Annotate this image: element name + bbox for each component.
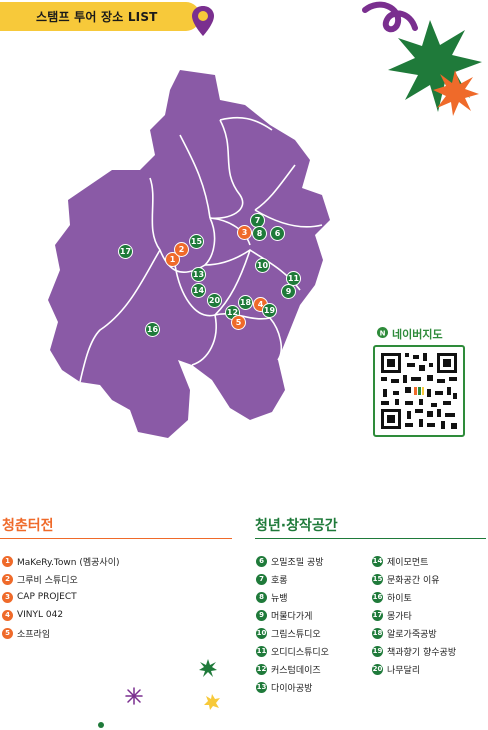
item-label: 호롱: [271, 575, 288, 586]
item-label: MaKeRy.Town (멤공사이): [17, 557, 120, 568]
list-item[interactable]: 2 그루비 스튜디오: [2, 570, 119, 588]
item-number: 3: [2, 591, 13, 603]
qr-code-frame[interactable]: [373, 345, 465, 437]
map-marker[interactable]: 6: [270, 226, 285, 241]
item-number: 19: [372, 645, 383, 657]
item-number: 9: [256, 609, 267, 621]
list-item[interactable]: 9 머물다가게: [256, 606, 329, 624]
map-marker[interactable]: 3: [237, 225, 252, 240]
list-item[interactable]: 4 VINYL 042: [2, 606, 119, 624]
item-number: 7: [256, 573, 267, 585]
section-title-youth-center: 청춘터전: [2, 518, 54, 534]
list-item[interactable]: 20 나무달리: [372, 660, 456, 678]
item-label: 커스텀데이즈: [271, 665, 321, 676]
item-label: 오밀조밀 공방: [271, 557, 324, 568]
svg-text:N: N: [380, 329, 386, 337]
list-item[interactable]: 15 문화공간 이유: [372, 570, 456, 588]
item-number: 18: [372, 627, 383, 639]
section-divider: [255, 538, 486, 539]
item-number: 16: [372, 591, 383, 603]
section-divider: [0, 538, 232, 539]
list-item[interactable]: 10 그림스튜디오: [256, 624, 329, 642]
qr-code-icon: [381, 353, 457, 429]
item-number: 8: [256, 591, 267, 603]
map-marker[interactable]: 2: [174, 242, 189, 257]
map-marker[interactable]: 5: [231, 315, 246, 330]
youth-center-list: 1 MaKeRy.Town (멤공사이) 2 그루비 스튜디오 3 CAP PROJE…: [2, 552, 119, 642]
item-label: VINYL 042: [17, 610, 64, 620]
list-item[interactable]: 19 책과향기 향수공방: [372, 642, 456, 660]
item-label: 그루비 스튜디오: [17, 575, 78, 586]
naver-icon: N: [377, 327, 388, 338]
item-label: 문화공간 이유: [387, 575, 440, 586]
item-label: 하이토: [387, 593, 412, 604]
item-number: 17: [372, 609, 383, 621]
list-item[interactable]: 3 CAP PROJECT: [2, 588, 119, 606]
list-item[interactable]: 13 다이아공방: [256, 678, 329, 696]
section-title-creative-space: 청년·창작공간: [255, 518, 338, 534]
creative-space-list-col1: 6 오밀조밀 공방 7 호롱 8 뉴뱅 9 머물다가게 10 그림스튜디오 11 오디디스튜…: [256, 552, 329, 696]
item-label: 제이모먼트: [387, 557, 429, 568]
item-number: 14: [372, 555, 383, 567]
list-item[interactable]: 16 하이토: [372, 588, 456, 606]
list-item[interactable]: 14 제이모먼트: [372, 552, 456, 570]
list-item[interactable]: 8 뉴뱅: [256, 588, 329, 606]
item-label: 오디디스튜디오: [271, 647, 329, 658]
page-title: 스탬프 투어 장소 LIST: [36, 10, 158, 24]
map-marker[interactable]: 20: [207, 293, 222, 308]
list-item[interactable]: 12 커스텀데이즈: [256, 660, 329, 678]
map-marker[interactable]: 9: [281, 284, 296, 299]
map-marker[interactable]: 17: [118, 244, 133, 259]
item-number: 5: [2, 627, 13, 639]
list-item[interactable]: 6 오밀조밀 공방: [256, 552, 329, 570]
item-number: 10: [256, 627, 267, 639]
location-pin-icon: [192, 6, 214, 36]
item-number: 13: [256, 681, 267, 693]
item-number: 15: [372, 573, 383, 585]
map-marker[interactable]: 16: [145, 322, 160, 337]
item-label: 소프라임: [17, 629, 51, 640]
item-number: 20: [372, 663, 383, 675]
map-region: [48, 70, 330, 438]
map-marker[interactable]: 18: [238, 295, 253, 310]
item-number: 1: [2, 555, 13, 567]
list-item[interactable]: 18 알로가죽공방: [372, 624, 456, 642]
district-map: [48, 70, 330, 438]
map-marker[interactable]: 10: [255, 258, 270, 273]
item-number: 6: [256, 555, 267, 567]
list-item[interactable]: 5 소프라임: [2, 624, 119, 642]
item-label: 책과향기 향수공방: [387, 647, 457, 658]
item-label: 다이아공방: [271, 683, 313, 694]
naver-map-label: 네이버지도: [392, 328, 443, 341]
creative-space-list-col2: 14 제이모먼트 15 문화공간 이유 16 하이토 17 몽가타 18 알로가죽공방 1…: [372, 552, 456, 678]
map-marker[interactable]: 13: [191, 267, 206, 282]
map-marker[interactable]: 19: [262, 303, 277, 318]
item-label: 그림스튜디오: [271, 629, 321, 640]
item-label: 나무달리: [387, 665, 421, 676]
list-item[interactable]: 7 호롱: [256, 570, 329, 588]
map-marker[interactable]: 11: [286, 271, 301, 286]
item-label: 머물다가게: [271, 611, 313, 622]
decoration-shapes: [362, 1, 482, 116]
item-number: 2: [2, 573, 13, 585]
list-item[interactable]: 17 몽가타: [372, 606, 456, 624]
item-label: 몽가타: [387, 611, 412, 622]
item-label: 뉴뱅: [271, 593, 288, 604]
item-number: 12: [256, 663, 267, 675]
map-marker[interactable]: 8: [252, 226, 267, 241]
map-marker[interactable]: 15: [189, 234, 204, 249]
list-item[interactable]: 1 MaKeRy.Town (멤공사이): [2, 552, 119, 570]
list-item[interactable]: 11 오디디스튜디오: [256, 642, 329, 660]
item-label: 알로가죽공방: [387, 629, 437, 640]
title-banner: [0, 2, 200, 31]
item-number: 4: [2, 609, 13, 621]
item-number: 11: [256, 645, 267, 657]
bottom-decorations: [98, 659, 220, 728]
map-marker[interactable]: 14: [191, 283, 206, 298]
map-marker[interactable]: 1: [165, 252, 180, 267]
item-label: CAP PROJECT: [17, 592, 77, 602]
